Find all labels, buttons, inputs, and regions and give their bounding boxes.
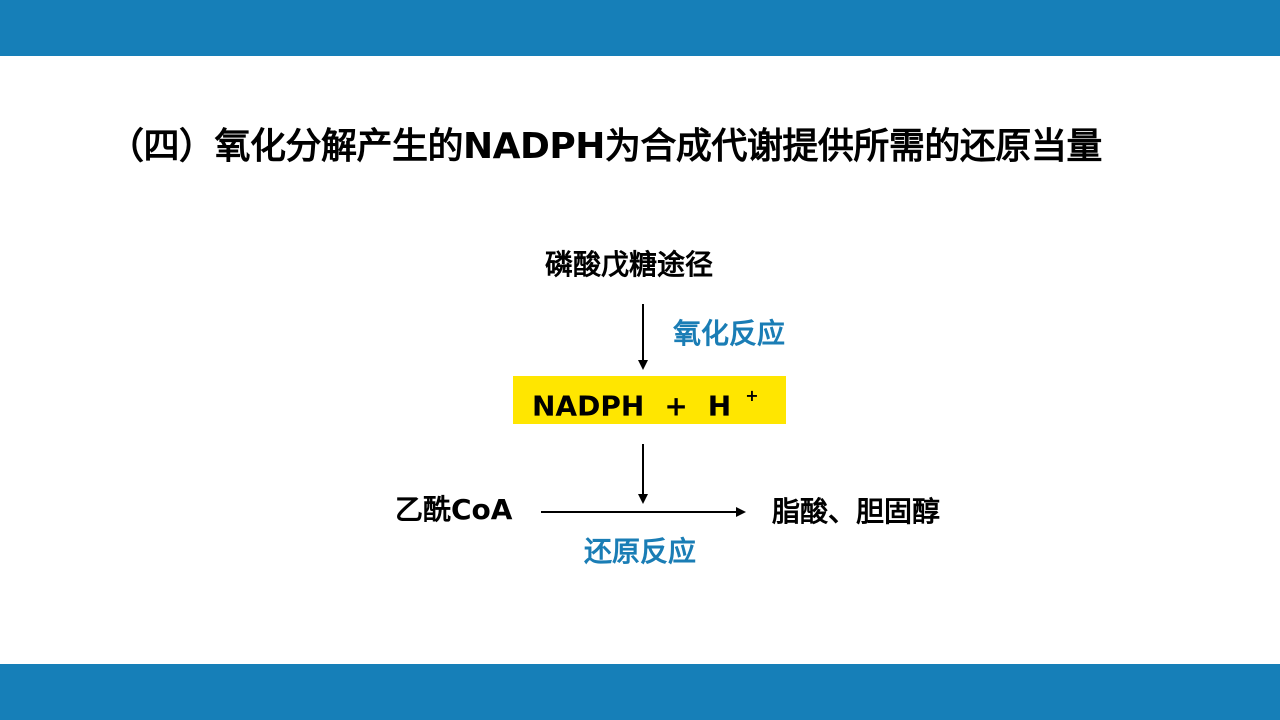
reduction-label: 还原反应	[584, 535, 697, 568]
substrate-label: 乙酰CoA	[395, 493, 513, 526]
proton-label: H	[707, 389, 732, 423]
proton-charge: +	[745, 386, 759, 405]
slide-title: （四）氧化分解产生的NADPH为合成代谢提供所需的还原当量	[108, 126, 1102, 167]
plus-sign: +	[664, 389, 688, 423]
arrow-pathway-to-nadph	[638, 304, 648, 370]
arrow-nadph-to-reaction	[638, 444, 648, 504]
nadph-label: NADPH	[532, 389, 645, 423]
pathway-label: 磷酸戊糖途径	[545, 248, 714, 281]
oxidation-label: 氧化反应	[673, 317, 786, 350]
bottom-banner	[0, 664, 1280, 720]
nadph-highlight-box: NADPH + H +	[513, 376, 786, 424]
products-label: 脂酸、胆固醇	[772, 495, 941, 528]
top-banner	[0, 0, 1280, 56]
arrow-substrate-to-products	[541, 507, 746, 517]
